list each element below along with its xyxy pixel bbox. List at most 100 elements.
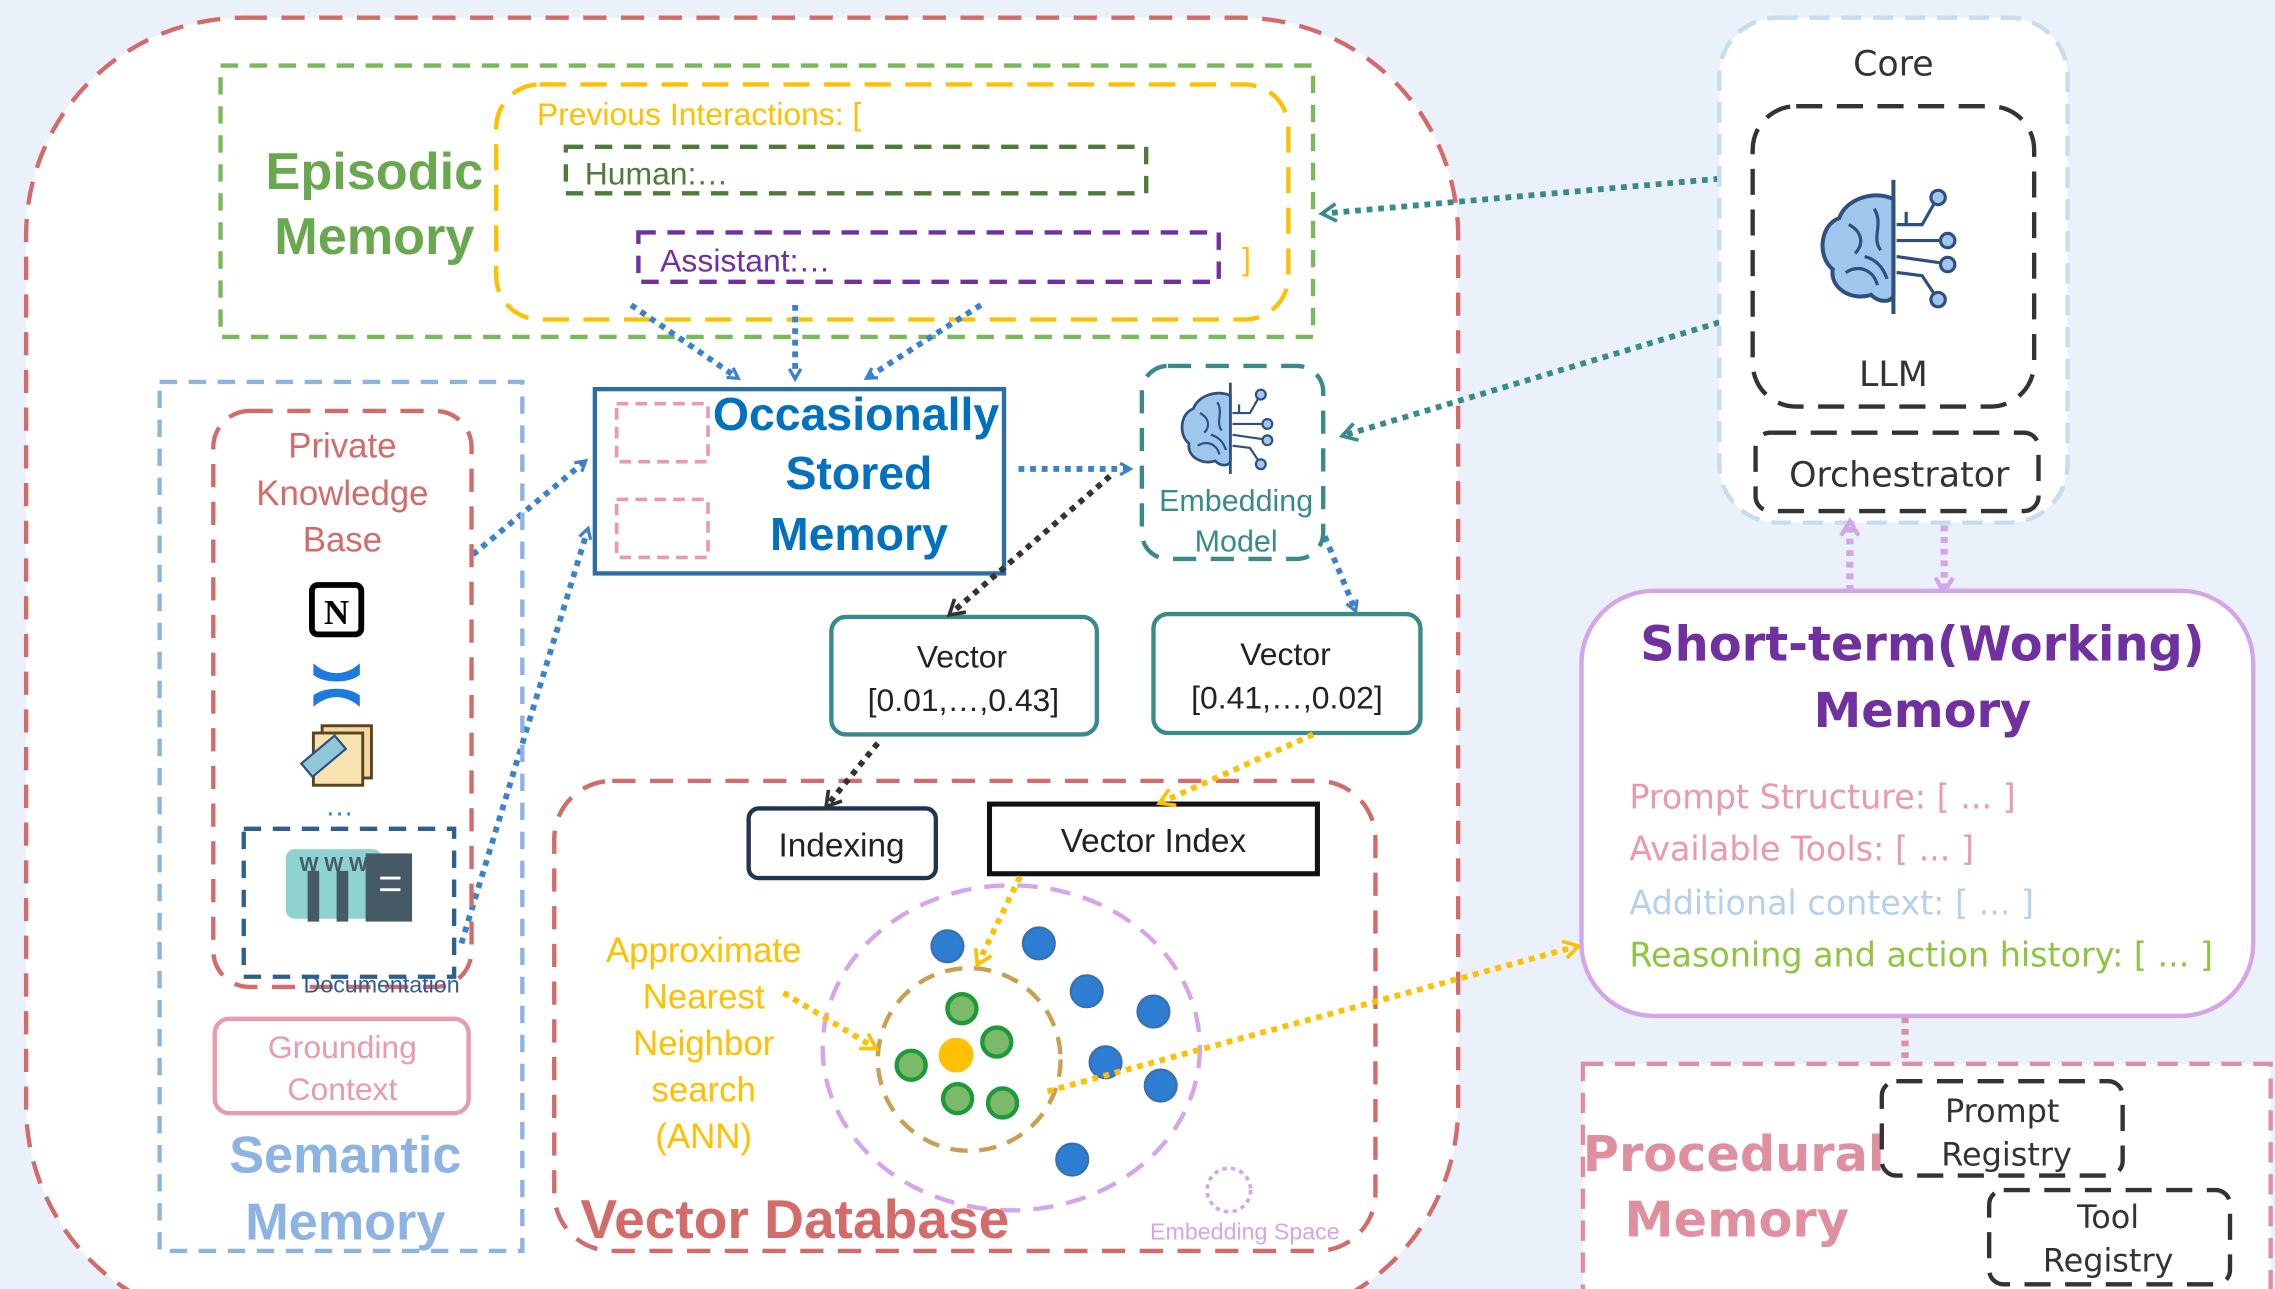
indexing-label: Indexing [778,827,904,864]
grounding-context-line2: Context [287,1071,397,1107]
stored-slot-2 [614,497,710,560]
vector-point [1055,1142,1090,1177]
short-term-title-line1: Short-term(Working) [1640,617,2204,672]
arrow-vector2-to-index [1161,731,1315,802]
working-item-reasoning-history: Reasoning and action history: [ ... ] [1629,936,2213,975]
vector-database-title: Vector Database [580,1188,1009,1250]
ann-label-line5: (ANN) [655,1117,752,1156]
orchestrator-label: Orchestrator [1789,455,2010,495]
arrow-core-to-episodic [1323,175,1720,214]
more-sources-ellipsis: … [325,791,354,823]
procedural-title-line2: Memory [1625,1190,1849,1248]
orchestrator-box [1753,430,2041,514]
vector-2: Vector [0.41,…,0.02] [1151,611,1423,736]
occasionally-stored-memory: Occasionally Stored Memory [592,386,1007,576]
core-title: Core [1853,45,1934,85]
working-item-prompt-structure: Prompt Structure: [ ... ] [1629,777,2015,816]
ann-label-line1: Approximate [606,931,801,970]
svg-text:N: N [324,593,349,632]
private-kb-line1: Private [288,426,396,465]
vector-point [1069,974,1104,1009]
vector-1-label: Vector [917,639,1008,675]
pdf-icon [299,724,373,787]
vector-1-value: [0.01,…,0.43] [868,682,1060,718]
episodic-memory-box [218,63,1316,340]
stored-title-line2: Stored [785,447,932,499]
nearest-neighbor-region [875,965,1063,1154]
episodic-title-line2: Memory [274,208,474,266]
ann-label-line2: Nearest [643,978,765,1017]
private-kb-line2: Knowledge [256,474,428,513]
semantic-memory-box [157,379,525,1254]
short-term-memory: Short-term(Working) Memory Prompt Struct… [1579,588,2256,1019]
ann-label-line4: search [651,1071,756,1110]
stored-title-line3: Memory [770,508,948,560]
vector-database: Indexing Vector Index Approximate Neares… [552,778,1378,1254]
vector-database-box [552,778,1378,1254]
working-item-available-tools: Available Tools: [ ... ] [1629,830,1974,869]
episodic-title-line1: Episodic [266,143,484,201]
semantic-title-line2: Memory [245,1193,445,1251]
stored-slot-1 [614,401,710,464]
tool-registry-box [1986,1187,2233,1287]
embedding-model: Embedding Model [1139,363,1326,562]
llm-box [1750,104,2037,409]
neighbor-point [940,1081,975,1116]
prompt-registry-line2: Registry [1941,1135,2072,1173]
prompt-registry-box [1879,1079,2125,1178]
core: Core LLM Orchestrator [1717,15,2070,525]
neighbor-point [945,991,979,1026]
vector-point [1021,926,1056,961]
semantic-memory: Private Knowledge Base N … W W W Documen… [157,379,525,1254]
vector-index-box [986,801,1320,877]
working-item-additional-context: Additional context: [ ... ] [1629,883,2034,922]
prompt-registry-line1: Prompt [1945,1092,2059,1130]
confluence-icon [313,663,360,707]
notion-icon: N [309,582,365,638]
tool-registry-line1: Tool [2076,1198,2139,1236]
embedding-label-line2: Model [1195,525,1278,559]
short-term-memory-box [1579,588,2256,1019]
vector-2-box [1151,611,1423,736]
documentation-box [241,826,457,979]
previous-interactions-box [494,82,1291,322]
vector-2-value: [0.41,…,0.02] [1191,679,1383,715]
arrow-docs-to-stored [458,530,587,945]
occasionally-stored-box [592,386,1007,576]
svg-text:W W W: W W W [299,854,369,876]
vector-point [930,929,965,964]
arrow-embedding-to-vector2 [1317,524,1355,610]
arrow-episodic-to-stored-1 [629,302,737,378]
arrow-embedding-to-vector1 [950,474,1112,614]
human-message: Human:… [585,156,729,192]
arrow-vector1-to-indexing [827,741,881,805]
arrow-core-to-embedding [1344,319,1721,435]
vector-1: Vector [0.01,…,0.43] [829,614,1100,737]
procedural-memory: Procedural Memory Prompt Registry Tool R… [1580,1061,2273,1289]
arrow-index-to-search [978,875,1023,964]
human-message-box [563,144,1149,196]
stored-title-line1: Occasionally [713,388,1000,440]
private-knowledge-base-box [211,408,474,990]
close-bracket: ] [1242,241,1251,277]
assistant-message-box [636,230,1221,284]
ann-label-line3: Neighbor [633,1024,775,1063]
assistant-message: Assistant:… [660,243,830,279]
embedding-space-label: Embedding Space [1150,1218,1340,1244]
short-term-title-line2: Memory [1814,684,2032,739]
procedural-title-line1: Procedural [1583,1125,1885,1183]
documentation-label: Documentation [304,972,460,998]
neighbor-point [894,1048,928,1082]
tool-registry-line2: Registry [2043,1241,2174,1279]
query-point [938,1037,974,1073]
neighbor-point [980,1025,1014,1059]
grounding-context-line1: Grounding [268,1029,417,1065]
previous-interactions-label: Previous Interactions: [ [537,96,862,132]
embedding-space-legend-icon [1205,1166,1253,1214]
llm-label: LLM [1859,355,1928,395]
episodic-memory: Episodic Memory Previous Interactions: [… [218,63,1316,340]
www-icon: W W W [285,849,413,922]
arrow-results-to-working-memory [1046,946,1578,1095]
grounding-context-box [212,1016,471,1116]
embedding-space-region [820,883,1203,1213]
